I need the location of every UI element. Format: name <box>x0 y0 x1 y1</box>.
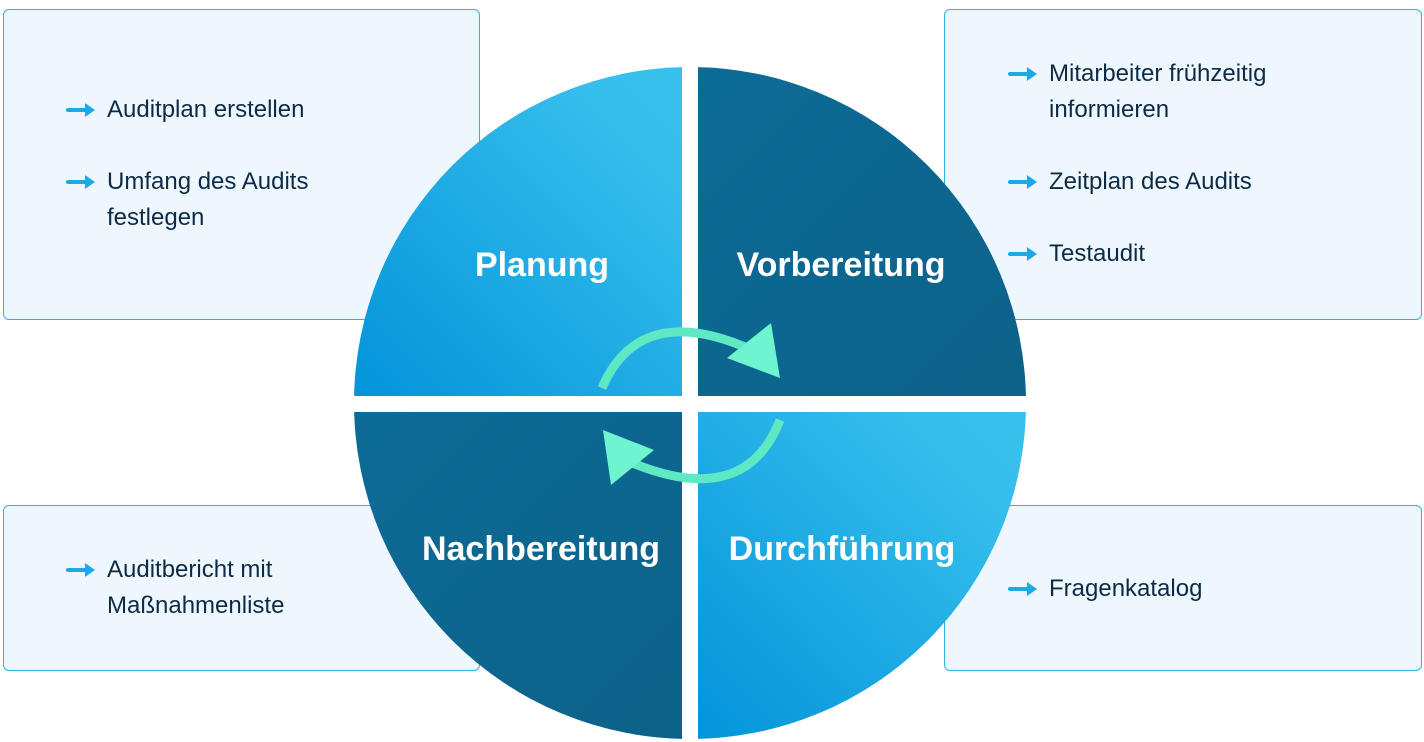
nachbereitung-list: Auditbericht mit Maßnahmenliste <box>66 552 296 660</box>
arrow-right-icon <box>66 103 95 117</box>
planung-quadrant <box>354 67 682 396</box>
durchfuehrung-quadrant <box>698 412 1026 739</box>
arrow-right-icon <box>1008 247 1037 261</box>
cycle-arrow-icon <box>603 418 785 485</box>
list-item: Auditbericht mit Maßnahmenliste <box>66 552 296 624</box>
arrow-right-icon <box>66 563 95 577</box>
nachbereitung-quadrant <box>354 412 682 739</box>
durchfuehrung-label: Durchführung <box>729 530 956 568</box>
vorbereitung-quadrant <box>698 67 1026 396</box>
arrow-right-icon <box>1008 175 1037 189</box>
vorbereitung-list: Mitarbeiter frühzeitig informieren Zeitp… <box>1008 56 1308 308</box>
list-item: Umfang des Audits festlegen <box>66 164 366 236</box>
planung-label: Planung <box>475 246 609 284</box>
nachbereitung-label: Nachbereitung <box>422 530 660 568</box>
arrow-right-icon <box>1008 582 1037 596</box>
durchfuehrung-list: Fragenkatalog <box>1008 571 1308 643</box>
arrow-right-icon <box>66 175 95 189</box>
planung-list: Auditplan erstellen Umfang des Audits fe… <box>66 92 366 272</box>
vorbereitung-box <box>944 9 1422 320</box>
list-item: Fragenkatalog <box>1008 571 1308 607</box>
list-item: Zeitplan des Audits <box>1008 164 1308 200</box>
arrow-right-icon <box>1008 67 1037 81</box>
list-item: Testaudit <box>1008 236 1308 272</box>
list-item: Auditplan erstellen <box>66 92 366 128</box>
list-item: Mitarbeiter frühzeitig informieren <box>1008 56 1308 128</box>
cycle-arrow-icon <box>597 323 780 390</box>
vorbereitung-label: Vorbereitung <box>736 246 945 284</box>
